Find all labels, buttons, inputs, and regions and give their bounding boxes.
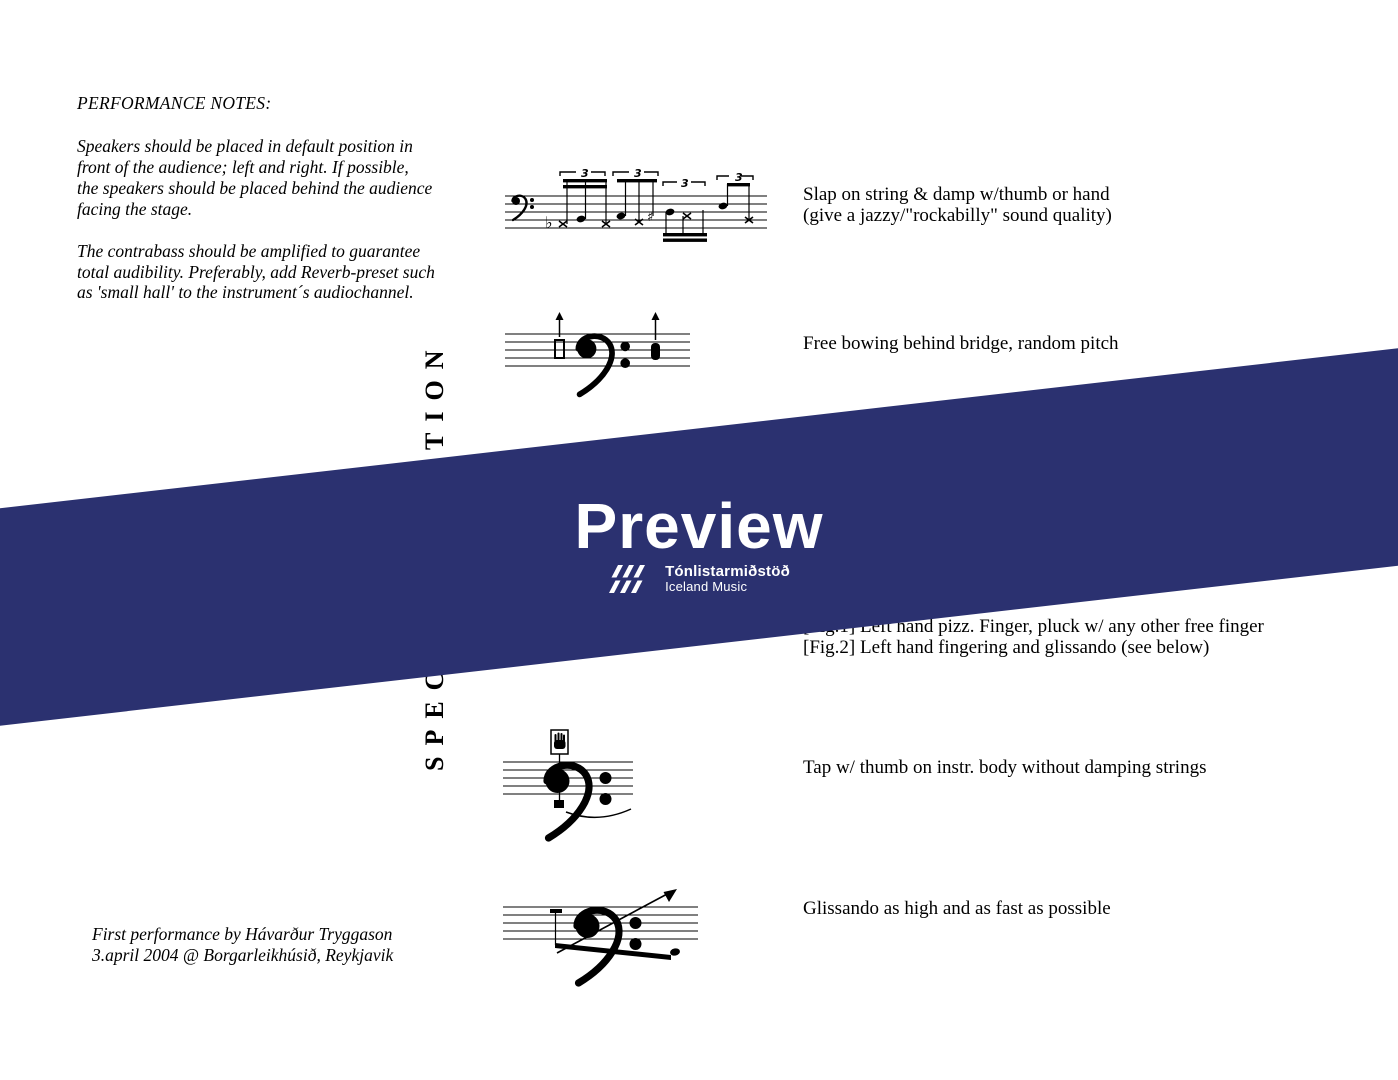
staff-lines	[503, 906, 698, 940]
brand-name: Tónlistarmiðstöð	[665, 563, 790, 580]
notes	[663, 208, 707, 242]
staff-slap-notation: 3 3 3 3 ♭	[505, 166, 775, 248]
square-notehead	[554, 800, 564, 808]
triplet-number: 3	[681, 177, 689, 190]
caption-glissando: Glissando as high and as fast as possibl…	[803, 898, 1111, 919]
performance-notes-paragraph-1: Speakers should be placed in default pos…	[77, 136, 433, 219]
beam	[555, 943, 671, 960]
caption-tap-thumb: Tap w/ thumb on instr. body without damp…	[803, 757, 1207, 778]
note-dash	[550, 909, 562, 913]
caption-left-hand-pizz: [Fig.1] Left hand pizz. Finger, pluck w/…	[803, 616, 1264, 658]
note-beams	[563, 179, 657, 189]
notes: ♯	[616, 181, 654, 226]
staff-glissando	[503, 883, 708, 985]
notes	[558, 181, 611, 228]
up-bow-arrow-icon	[651, 312, 660, 340]
triplet-bracket	[559, 171, 754, 186]
bass-clef-icon	[510, 194, 536, 222]
filled-notehead	[670, 948, 680, 956]
svg-text:♯: ♯	[647, 210, 653, 225]
staff-tap-thumb	[503, 726, 648, 840]
performance-notes-paragraph-2: The contrabass should be amplified to gu…	[77, 241, 435, 302]
triplet-number: 3	[735, 171, 743, 184]
preview-watermark-title: Preview	[574, 490, 824, 562]
flat-sign: ♭	[545, 213, 553, 232]
slur-curve	[565, 808, 632, 819]
brand-subtitle: Iceland Music	[665, 579, 748, 595]
triplet-number: 3	[581, 167, 589, 180]
iceland-music-logo-icon	[609, 565, 646, 594]
staff-free-bowing	[505, 310, 695, 396]
hand-tap-icon	[550, 729, 569, 755]
up-bow-arrow-icon	[555, 312, 564, 337]
brand-text: Tónlistarmiðstöð Iceland Music	[665, 563, 790, 595]
first-performance-footer: First performance by Hávarður Tryggason …	[92, 924, 394, 965]
performance-notes-title: PERFORMANCE NOTES:	[77, 93, 272, 113]
triplet-number: 3	[634, 167, 642, 180]
iceland-music-brand: Tónlistarmiðstöð Iceland Music	[0, 563, 1398, 595]
caption-slap: Slap on string & damp w/thumb or hand (g…	[803, 184, 1112, 226]
square-notehead	[554, 339, 565, 359]
filled-notehead	[651, 343, 660, 360]
notes	[718, 183, 754, 224]
caption-free-bowing: Free bowing behind bridge, random pitch	[803, 333, 1119, 354]
bass-clef-icon	[576, 334, 632, 396]
glissando-arrow-icon	[556, 889, 677, 954]
